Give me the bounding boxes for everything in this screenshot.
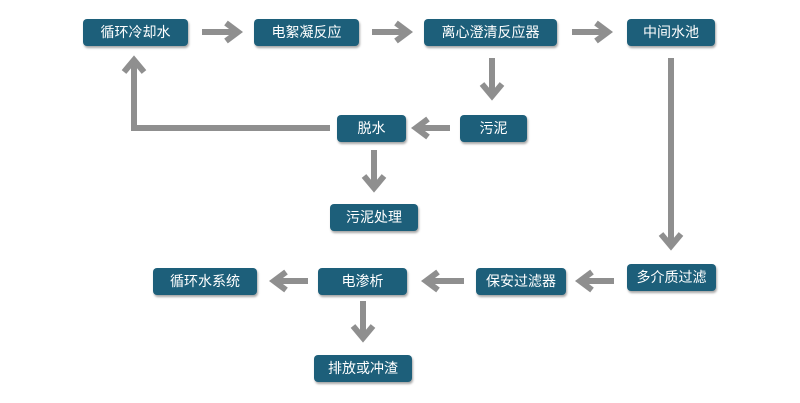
arrow-cooling-to-electro bbox=[202, 20, 243, 44]
node-security-filter: 保安过滤器 bbox=[476, 268, 566, 295]
node-electrocoagulation: 电絮凝反应 bbox=[254, 19, 359, 46]
arrow-dewater-to-sludgetreat bbox=[361, 150, 387, 193]
node-electrodialysis: 电渗析 bbox=[318, 268, 407, 295]
arrow-centrifuge-to-pool bbox=[572, 20, 613, 44]
node-sludge-treatment: 污泥处理 bbox=[330, 204, 418, 231]
arrow-electro-to-centrifuge bbox=[372, 20, 413, 44]
arrow-dewater-to-cooling bbox=[121, 55, 330, 131]
arrow-edr-to-discharge bbox=[350, 301, 376, 343]
node-sludge: 污泥 bbox=[460, 115, 527, 142]
node-circulating-cooling-water: 循环冷却水 bbox=[83, 19, 188, 46]
arrow-guard-to-edr bbox=[421, 269, 464, 293]
node-recirculating-water-system: 循环水系统 bbox=[153, 268, 257, 295]
arrow-pool-to-multimedia bbox=[658, 58, 684, 251]
arrow-multimedia-to-guard bbox=[575, 269, 614, 293]
arrow-edr-to-recirc bbox=[269, 269, 308, 293]
node-multimedia-filter: 多介质过滤 bbox=[627, 264, 716, 291]
node-centrifugal-clarifier: 离心澄清反应器 bbox=[424, 19, 557, 46]
arrow-sludge-to-dewater bbox=[411, 116, 450, 140]
arrow-centrifuge-to-sludge bbox=[479, 58, 505, 101]
node-discharge-or-slag-flushing: 排放或冲渣 bbox=[314, 355, 412, 382]
node-intermediate-pool: 中间水池 bbox=[627, 19, 715, 46]
node-dewatering: 脱水 bbox=[337, 115, 406, 142]
